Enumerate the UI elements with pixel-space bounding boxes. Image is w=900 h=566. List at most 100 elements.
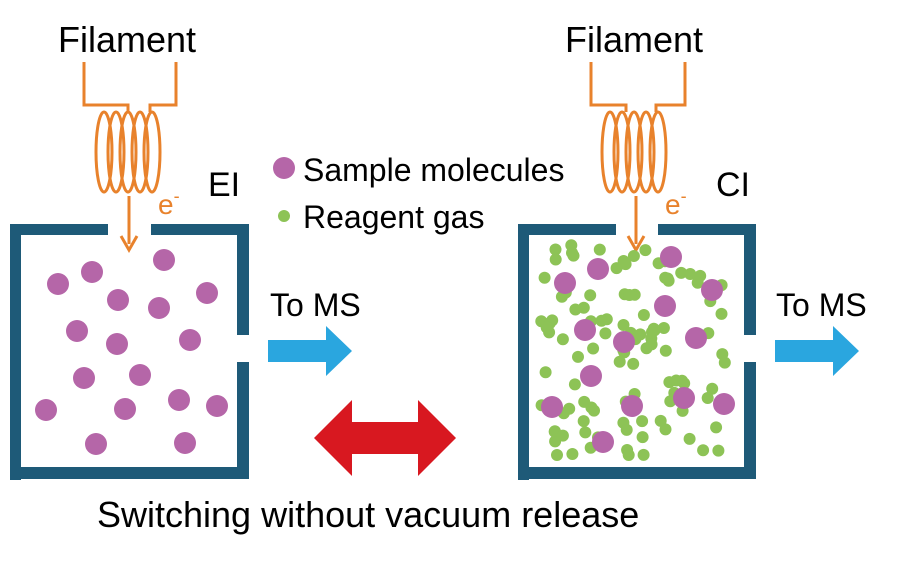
reagent-gas-molecule [565, 239, 578, 252]
sample-molecule [81, 261, 103, 283]
reagent-gas-molecule [627, 357, 640, 370]
reagent-gas-molecule [715, 307, 728, 320]
sample-molecule [168, 389, 190, 411]
ci-mode-label: CI [716, 166, 750, 204]
reagent-gas-molecule [701, 392, 714, 404]
reagent-gas-molecule [645, 338, 658, 351]
sample-molecule [153, 249, 175, 271]
sample-molecule [660, 246, 682, 268]
ei-chamber [10, 224, 249, 480]
reagent-gas-molecule [623, 289, 636, 301]
sample-molecule [713, 393, 735, 415]
sample-molecule [574, 319, 596, 341]
legend: Sample molecules Reagent gas [273, 152, 564, 235]
reagent-gas-molecule [613, 355, 626, 368]
sample-molecule [701, 279, 723, 301]
sample-molecule [673, 387, 695, 409]
reagent-gas-molecule [706, 382, 719, 395]
reagent-gas-molecule [556, 429, 569, 442]
footer-caption: Switching without vacuum release [97, 494, 639, 535]
reagent-gas-molecule [637, 448, 650, 461]
ci-sample-molecules [541, 246, 735, 453]
reagent-gas-molecule [569, 303, 582, 316]
sample-molecule [580, 365, 602, 387]
sample-molecule [206, 395, 228, 417]
reagent-gas-molecule [670, 374, 683, 387]
sample-molecule [107, 289, 129, 311]
legend-sample-label: Sample molecules [303, 152, 564, 188]
ei-to-ms-label: To MS [270, 287, 361, 323]
reagent-gas-molecule [599, 327, 612, 340]
reagent-gas-molecule [691, 276, 704, 289]
sample-molecule [541, 396, 563, 418]
reagent-gas-molecule [716, 348, 729, 361]
reagent-gas-molecule [662, 274, 675, 287]
ei-to-ms-arrow-icon [268, 326, 352, 376]
ci-electron-arrow-icon [626, 196, 646, 254]
sample-molecule [106, 333, 128, 355]
sample-molecule [114, 398, 136, 420]
sample-molecule [613, 331, 635, 353]
reagent-gas-molecule [657, 322, 670, 334]
reagent-gas-molecule [684, 268, 697, 280]
reagent-gas-molecule [578, 395, 591, 408]
switch-double-arrow-icon [314, 400, 456, 476]
reagent-gas-molecule [683, 432, 696, 445]
reagent-gas-molecule [675, 266, 688, 279]
sample-molecule [174, 432, 196, 454]
sample-molecule [47, 273, 69, 295]
reagent-gas-molecule [627, 250, 640, 262]
ci-filament-label: Filament [565, 19, 703, 60]
sample-molecule [179, 329, 201, 351]
reagent-gas-molecule [556, 333, 569, 346]
ci-filament-icon [589, 62, 687, 194]
legend-sample-icon [273, 157, 295, 179]
reagent-gas-molecule [566, 448, 579, 460]
ci-chamber [518, 224, 756, 480]
sample-molecule [148, 297, 170, 319]
sample-molecule [592, 431, 614, 453]
reagent-gas-molecule [549, 253, 562, 266]
sample-molecule [85, 433, 107, 455]
reagent-gas-molecule [617, 255, 630, 267]
legend-reagent-label: Reagent gas [303, 199, 484, 235]
reagent-gas-molecule [710, 421, 723, 434]
reagent-gas-molecule [639, 244, 652, 257]
sample-molecule [129, 364, 151, 386]
reagent-gas-molecule [587, 342, 600, 355]
ci-to-ms-arrow-icon [775, 326, 859, 376]
ei-sample-molecules [35, 249, 228, 455]
reagent-gas-molecule [577, 415, 590, 428]
sample-molecule [196, 282, 218, 304]
ei-filament-icon [82, 62, 178, 194]
ci-to-ms-label: To MS [776, 287, 867, 323]
sample-molecule [35, 399, 57, 421]
sample-molecule [654, 295, 676, 317]
ei-section: Filament e- EI To [10, 19, 361, 480]
reagent-gas-molecule [540, 321, 553, 334]
reagent-gas-molecule [595, 314, 608, 327]
sample-molecule [621, 395, 643, 417]
reagent-gas-molecule [620, 423, 633, 436]
ci-section: Filament e- CI To MS [518, 19, 867, 480]
reagent-gas-molecule [568, 378, 581, 391]
reagent-gas-molecule [622, 449, 635, 461]
reagent-gas-molecule [712, 444, 725, 457]
sample-molecule [587, 258, 609, 280]
reagent-gas-molecule [636, 415, 649, 428]
sample-molecule [554, 272, 576, 294]
reagent-gas-molecule [636, 431, 649, 444]
reagent-gas-molecule [572, 350, 584, 363]
reagent-gas-molecule [584, 289, 597, 302]
legend-reagent-icon [278, 210, 290, 222]
reagent-gas-molecule [647, 322, 660, 335]
sample-molecule [685, 327, 707, 349]
reagent-gas-molecule [539, 366, 552, 379]
reagent-gas-molecule [654, 414, 667, 427]
ei-electron-arrow-icon [119, 196, 139, 254]
reagent-gas-molecule [697, 444, 710, 457]
reagent-gas-molecule [549, 243, 562, 256]
reagent-gas-molecule [659, 344, 672, 357]
sample-molecule [66, 320, 88, 342]
